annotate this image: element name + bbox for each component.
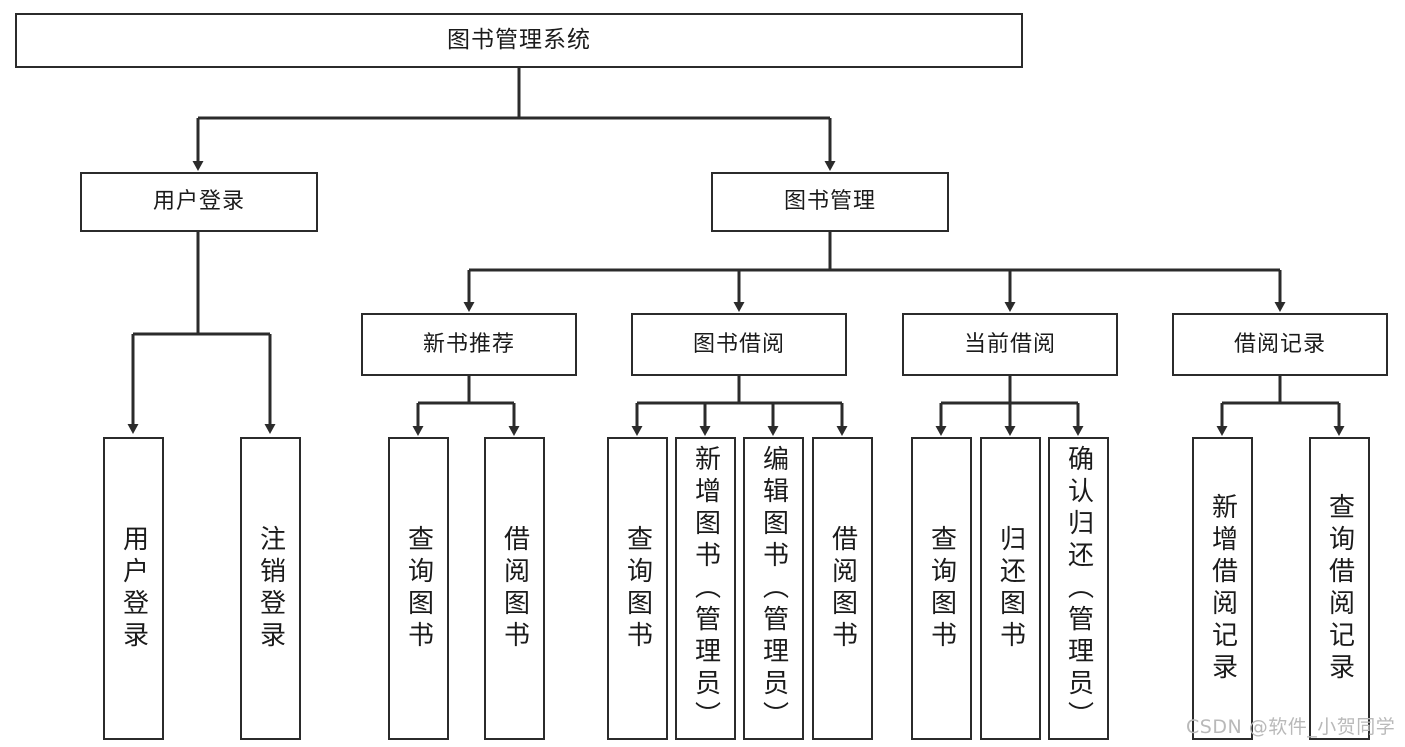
leaf-user-logout-label: 注销登录 [255, 524, 286, 653]
node-current-borrow[interactable]: 当前借阅 [902, 313, 1118, 376]
node-user-login-label: 用户登录 [152, 189, 245, 214]
leaf-borrow-add-book-label: 新增图书（管理员） [690, 445, 721, 733]
node-borrow-record[interactable]: 借阅记录 [1172, 313, 1388, 376]
leaf-user-login[interactable]: 用户登录 [103, 437, 164, 740]
node-new-book-recommend[interactable]: 新书推荐 [361, 313, 577, 376]
leaf-record-add[interactable]: 新增借阅记录 [1192, 437, 1253, 740]
leaf-borrow-query-book[interactable]: 查询图书 [607, 437, 668, 740]
leaf-record-query[interactable]: 查询借阅记录 [1309, 437, 1370, 740]
leaf-user-logout[interactable]: 注销登录 [240, 437, 301, 740]
leaf-current-return-book[interactable]: 归还图书 [980, 437, 1041, 740]
leaf-user-login-label: 用户登录 [118, 524, 149, 653]
csdn-watermark: CSDN @软件_小贺同学 [1186, 716, 1396, 738]
leaf-recommend-query-book[interactable]: 查询图书 [388, 437, 449, 740]
leaf-record-query-label: 查询借阅记录 [1324, 492, 1355, 685]
node-new-book-recommend-label: 新书推荐 [422, 331, 515, 357]
leaf-borrow-add-book[interactable]: 新增图书（管理员） [675, 437, 736, 740]
leaf-recommend-query-book-label: 查询图书 [403, 524, 434, 653]
node-borrow-record-label: 借阅记录 [1233, 331, 1326, 357]
leaf-recommend-borrow-book[interactable]: 借阅图书 [484, 437, 545, 740]
node-book-borrow[interactable]: 图书借阅 [631, 313, 847, 376]
leaf-current-query-book[interactable]: 查询图书 [911, 437, 972, 740]
leaf-current-confirm-return-label: 确认归还（管理员） [1063, 445, 1094, 733]
leaf-current-return-book-label: 归还图书 [995, 524, 1026, 653]
leaf-borrow-borrow-book[interactable]: 借阅图书 [812, 437, 873, 740]
leaf-recommend-borrow-book-label: 借阅图书 [499, 524, 530, 653]
node-current-borrow-label: 当前借阅 [963, 331, 1056, 357]
node-book-management-label: 图书管理 [783, 189, 876, 214]
leaf-borrow-edit-book[interactable]: 编辑图书（管理员） [743, 437, 804, 740]
leaf-borrow-edit-book-label: 编辑图书（管理员） [758, 445, 789, 733]
node-book-management[interactable]: 图书管理 [711, 172, 949, 232]
leaf-current-query-book-label: 查询图书 [926, 524, 957, 653]
leaf-current-confirm-return[interactable]: 确认归还（管理员） [1048, 437, 1109, 740]
node-book-borrow-label: 图书借阅 [692, 331, 785, 357]
leaf-record-add-label: 新增借阅记录 [1207, 492, 1238, 685]
node-root-label: 图书管理系统 [447, 27, 591, 53]
leaf-borrow-query-book-label: 查询图书 [622, 524, 653, 653]
node-root[interactable]: 图书管理系统 [15, 13, 1023, 68]
leaf-borrow-borrow-book-label: 借阅图书 [827, 524, 858, 653]
node-user-login[interactable]: 用户登录 [80, 172, 318, 232]
